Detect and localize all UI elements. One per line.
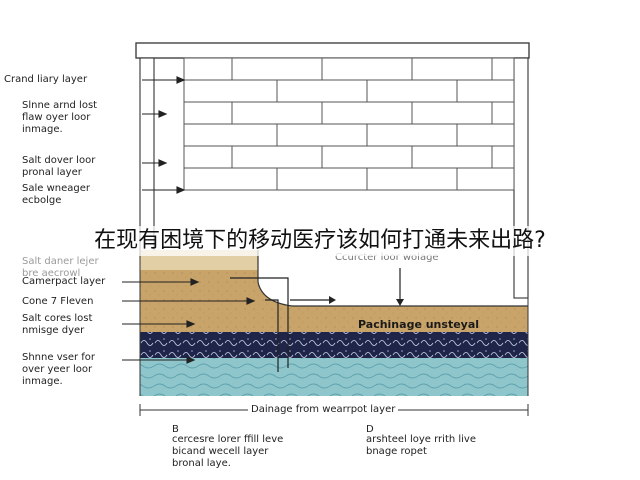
label-pachinage: Pachinage unsteyal <box>358 318 480 331</box>
overlay-title: 在现有困境下的移动医疗该如何打通未来出路? <box>0 226 640 256</box>
label-dainage-bottom: Dainage from wearrpot layer <box>248 404 399 416</box>
brick-wall <box>183 57 515 191</box>
sand-layer-outline <box>257 250 528 307</box>
footnote-b-text: cercesre lorer ffill leve bicand wecell … <box>172 434 284 469</box>
wall-post-right <box>513 57 529 299</box>
footnote-d-letter: D <box>366 424 374 435</box>
footnote-b-letter: B <box>172 424 179 435</box>
label-camerpact-layer: Camerpact layer <box>22 276 106 287</box>
label-shine-vser-for: Shnne vser for over yeer loor inmage. <box>22 352 96 387</box>
left-arrows <box>122 76 256 364</box>
label-cone-7-fleven: Cone 7 Fleven <box>22 296 94 307</box>
drainage-arrowhead <box>396 299 404 306</box>
water-layer <box>140 358 528 396</box>
label-ccurcter-loor: Ccurcter loor wolage <box>335 252 439 263</box>
wall-cap <box>135 42 530 59</box>
navy-layer <box>140 332 528 358</box>
label-salt-dover-loor: Salt dover loor pronal layer <box>22 155 96 178</box>
arrowhead-3 <box>329 296 336 304</box>
label-crand-liary-layer: Crand liary layer <box>4 74 88 85</box>
leader-line-1 <box>230 277 289 368</box>
label-sale-wneager: Sale wneager ecbolge <box>22 183 90 206</box>
leader-line-2 <box>265 299 279 372</box>
label-salt-daner-lejer: Salt daner lejer bre aecrowl <box>22 256 99 279</box>
label-salt-cores-lost: Salt cores lost nmisge dyer <box>22 313 93 336</box>
label-shine-and-lost: Slnne arnd lost flaw oyer loor inmage. <box>22 100 98 135</box>
footnote-d-text: arshteel loye rrith live bnage ropet <box>366 434 477 457</box>
sand-layer <box>140 270 528 332</box>
